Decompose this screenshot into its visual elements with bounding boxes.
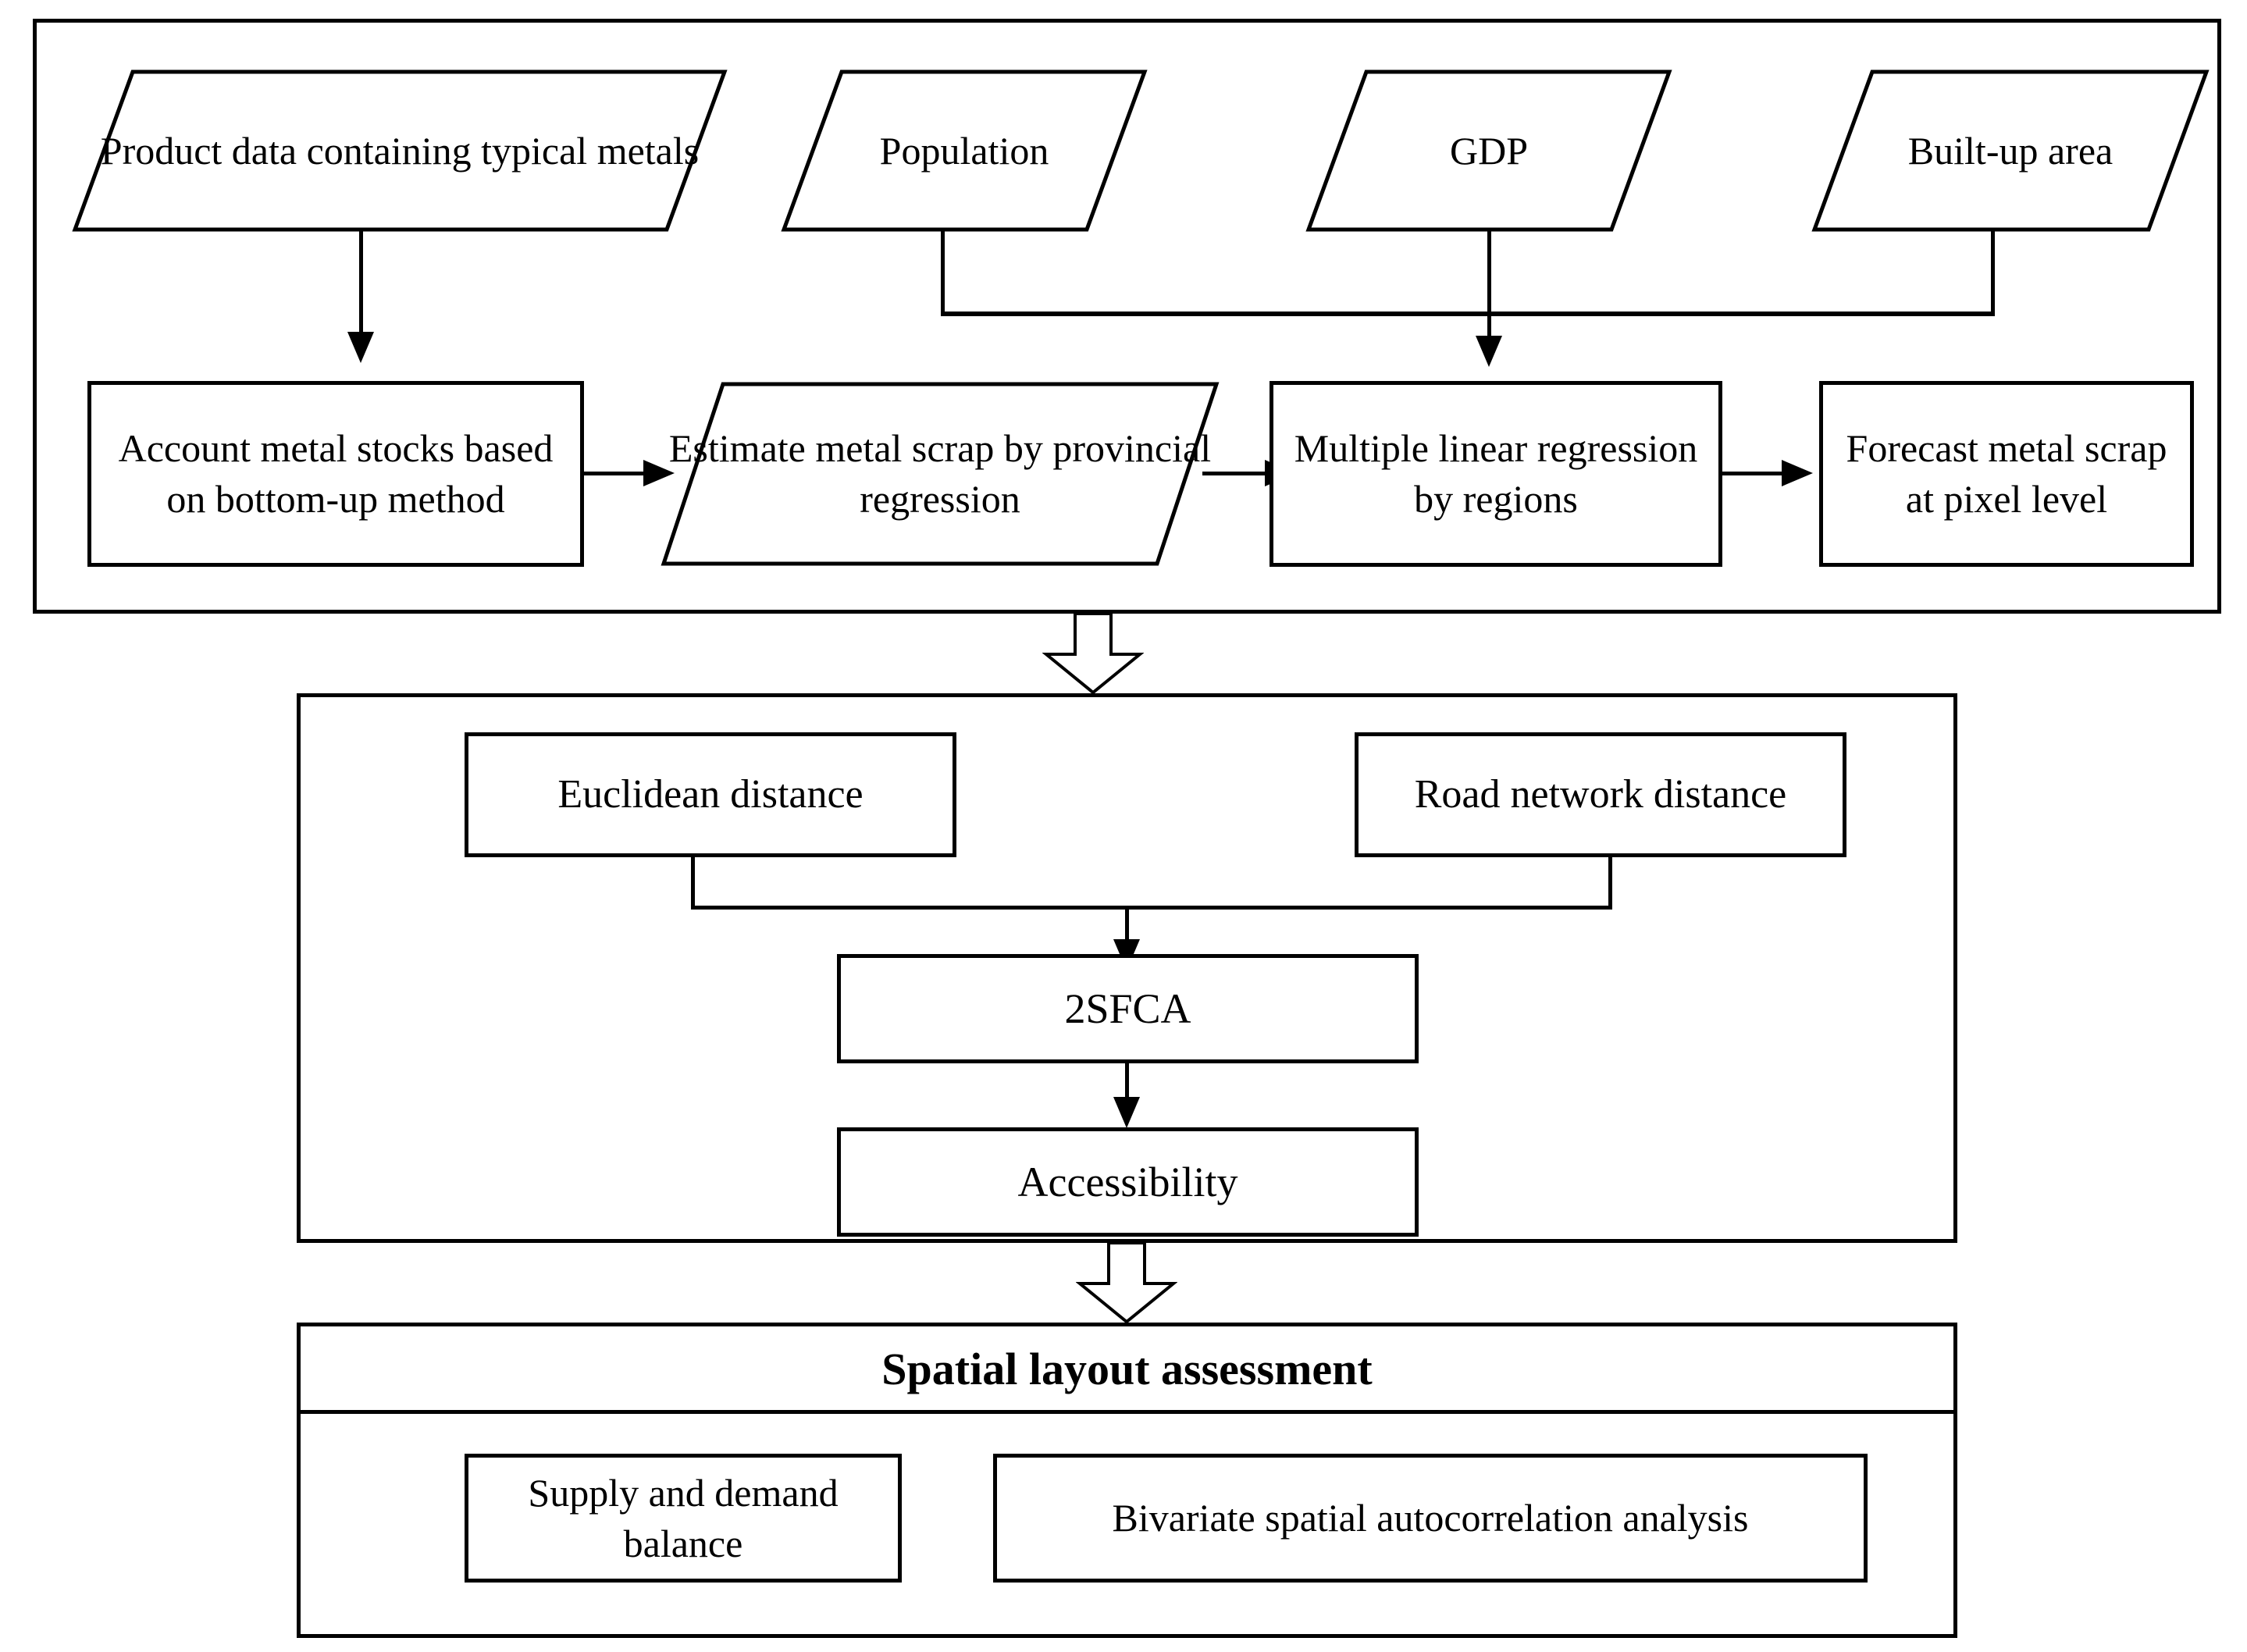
connector-distances-merge-bar <box>691 906 1612 910</box>
node-accessibility-label: Accessibility <box>1017 1158 1238 1205</box>
node-gdp[interactable]: GDP <box>1305 69 1672 233</box>
node-accessibility[interactable]: Accessibility <box>837 1127 1419 1237</box>
section3-title: Spatial layout assessment <box>301 1326 1953 1411</box>
node-account-metal-stocks[interactable]: Account metal stocks based on bottom-up … <box>87 381 584 567</box>
node-supply-demand-balance-label: Supply and demand balance <box>528 1470 839 1565</box>
node-supply-demand-balance[interactable]: Supply and demand balance <box>465 1454 902 1583</box>
section3-title-divider <box>297 1410 1957 1414</box>
node-account-metal-stocks-label: Account metal stocks based on bottom-up … <box>118 426 554 521</box>
connector-euclidean-drop <box>691 857 695 909</box>
block-arrow-down-icon <box>1076 1243 1177 1324</box>
node-bivariate-autocorrelation[interactable]: Bivariate spatial autocorrelation analys… <box>993 1454 1868 1583</box>
connector-regression-to-forecast-arrowhead <box>1782 460 1813 486</box>
connector-account-to-estimate-line <box>584 472 645 475</box>
node-product-data[interactable]: Product data containing typical metals <box>72 69 728 233</box>
block-arrow-section2-to-section3 <box>1076 1243 1177 1324</box>
node-2sfca[interactable]: 2SFCA <box>837 954 1419 1063</box>
connector-gdp-line <box>1487 230 1491 339</box>
node-bivariate-autocorrelation-label: Bivariate spatial autocorrelation analys… <box>1112 1496 1749 1540</box>
parallelogram-shape <box>661 382 1220 566</box>
connector-2sfca-to-accessibility-line <box>1125 1062 1129 1102</box>
connector-built-up-line <box>1991 230 1995 315</box>
parallelogram-shape <box>781 69 1148 232</box>
block-arrow-down-icon <box>1042 614 1144 695</box>
connector-road-network-drop <box>1608 857 1612 909</box>
connector-estimate-to-regression-line <box>1202 472 1266 475</box>
connector-2sfca-to-accessibility-arrowhead <box>1113 1097 1140 1128</box>
node-built-up-area[interactable]: Built-up area <box>1811 69 2210 233</box>
node-forecast-metal-scrap-label: Forecast metal scrap at pixel level <box>1846 426 2167 521</box>
parallelogram-shape <box>72 69 728 232</box>
node-euclidean-distance-label: Euclidean distance <box>557 772 864 817</box>
node-road-network-distance[interactable]: Road network distance <box>1355 732 1846 857</box>
parallelogram-shape <box>1811 69 2210 232</box>
node-road-network-distance-label: Road network distance <box>1414 772 1787 817</box>
connector-product-data-line <box>359 230 363 335</box>
connector-regression-arrowhead <box>1476 336 1502 367</box>
section3-title-text: Spatial layout assessment <box>881 1343 1373 1394</box>
connector-population-line <box>941 230 945 315</box>
connector-product-data-arrowhead <box>347 332 374 363</box>
node-2sfca-label: 2SFCA <box>1064 984 1191 1032</box>
connector-merge-bar <box>941 312 1995 316</box>
connector-regression-to-forecast-line <box>1722 472 1783 475</box>
node-estimate-metal-scrap[interactable]: Estimate metal scrap by provincial regre… <box>661 381 1220 567</box>
node-multiple-linear-regression[interactable]: Multiple linear regression by regions <box>1270 381 1722 567</box>
parallelogram-shape <box>1305 69 1672 232</box>
connector-account-to-estimate-arrowhead <box>643 460 675 486</box>
node-forecast-metal-scrap[interactable]: Forecast metal scrap at pixel level <box>1819 381 2194 567</box>
block-arrow-section1-to-section2 <box>1042 614 1144 695</box>
connector-merge-to-2sfca-line <box>1125 906 1129 945</box>
node-euclidean-distance[interactable]: Euclidean distance <box>465 732 956 857</box>
node-population[interactable]: Population <box>781 69 1148 233</box>
node-multiple-linear-regression-label: Multiple linear regression by regions <box>1294 426 1698 521</box>
